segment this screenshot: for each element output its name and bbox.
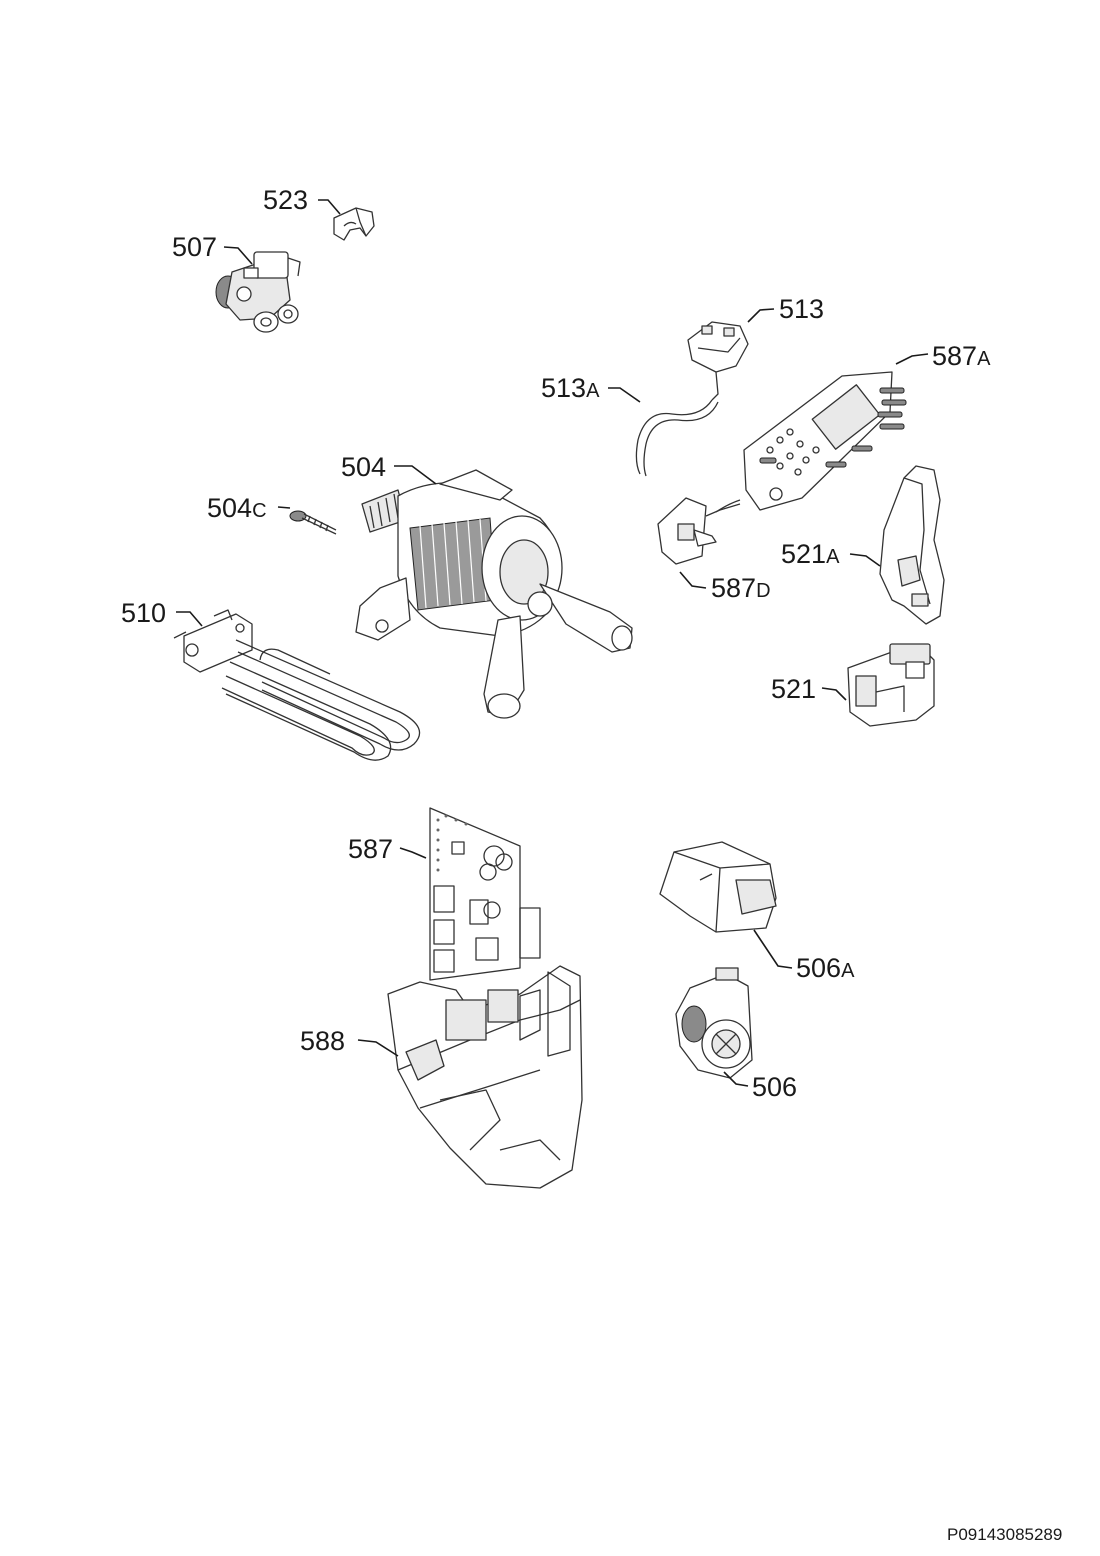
label-part-506: 506 [752,1072,797,1102]
part-513-pressure-switch-drawing [687,321,749,401]
part-587a-display-board-drawing [715,371,907,513]
label-part-587a: 587A [932,341,991,371]
label-part-523: 523 [263,185,308,215]
part-504c-screw-drawing [289,510,337,535]
document-id: P09143085289 [947,1525,1063,1544]
part-506a-pump-cover-drawing [659,841,777,933]
label-part-504: 504 [341,452,386,482]
label-part-587d: 587D [711,573,771,603]
part-506-drain-pump-drawing [675,967,753,1079]
part-513a-hose-drawing [635,399,719,477]
label-part-510: 510 [121,598,166,628]
label-part-521a: 521A [781,539,840,569]
part-504-motor-drawing [355,469,633,719]
label-part-587: 587 [348,834,393,864]
label-part-504c: 504C [207,493,267,523]
label-part-513: 513 [779,294,824,324]
label-part-506a: 506A [796,953,855,983]
part-521-door-interlock-drawing [847,643,935,727]
leader-lines [176,199,929,1087]
part-523-clip-drawing [333,207,375,241]
part-521a-lock-bracket-drawing [879,465,945,625]
part-587-main-board-drawing [429,807,541,981]
part-507-inlet-valve-drawing [215,251,301,333]
label-part-507: 507 [172,232,217,262]
part-510-heater-drawing [173,609,421,761]
label-part-521: 521 [771,674,816,704]
part-588-board-housing-drawing [387,965,583,1189]
label-part-513a: 513A [541,373,600,403]
label-part-588: 588 [300,1026,345,1056]
part-587d-selector-board-drawing [657,497,741,565]
